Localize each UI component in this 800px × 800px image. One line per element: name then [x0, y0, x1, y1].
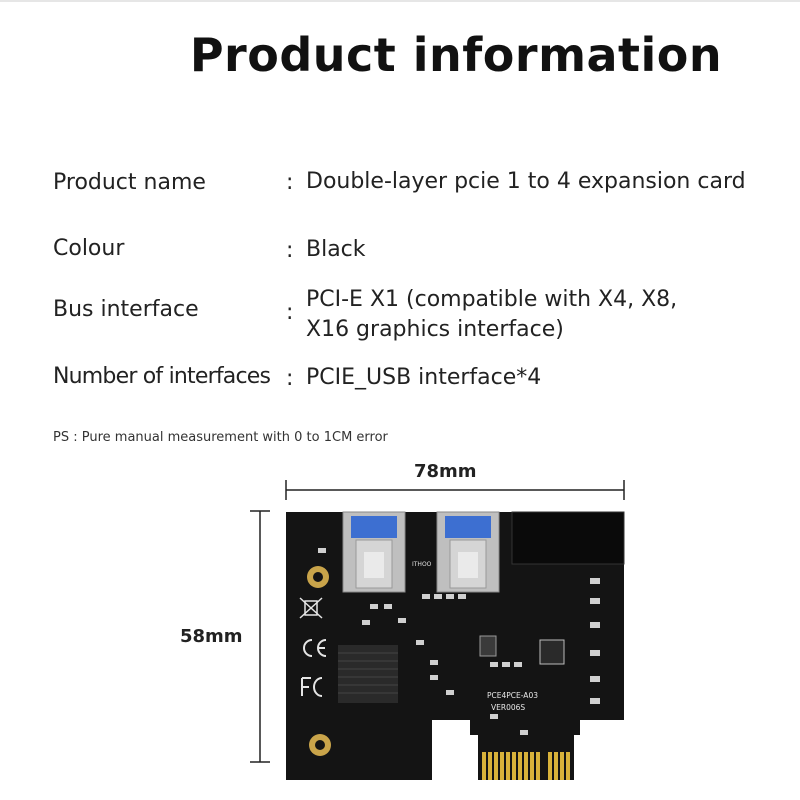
- power-connector: [511, 511, 625, 565]
- width-dimension-label: 78mm: [414, 461, 477, 482]
- spec-value: Black: [306, 237, 366, 262]
- crystal: [479, 635, 497, 657]
- heatsink: [338, 645, 398, 703]
- height-dimension-label: 58mm: [180, 626, 243, 647]
- spec-label: Product name: [53, 170, 206, 195]
- spec-colon: :: [286, 366, 294, 391]
- spec-value: X16 graphics interface): [306, 317, 564, 342]
- gold-fingers: [482, 752, 570, 780]
- board-version-text: VER006S: [491, 703, 525, 712]
- board-model-text: PCE4PCE-A03: [487, 691, 538, 700]
- ce-mark-icon: [303, 639, 327, 657]
- top-divider: [0, 0, 800, 2]
- spec-value: PCI-E X1 (compatible with X4, X8,: [306, 287, 678, 312]
- spec-colon: :: [286, 170, 294, 195]
- spec-value: Double-layer pcie 1 to 4 expansion card: [306, 169, 746, 194]
- height-dimension-line: [250, 510, 270, 763]
- weee-bin-icon: [299, 597, 323, 619]
- board-brand-text: ITHOO: [412, 561, 432, 568]
- spec-label: Bus interface: [53, 297, 199, 322]
- spec-colon: :: [286, 300, 294, 325]
- chip-main: [539, 639, 565, 665]
- ps-note: PS : Pure manual measurement with 0 to 1…: [53, 430, 388, 445]
- spec-label: Colour: [53, 236, 125, 261]
- spec-label: Number of interfaces: [53, 364, 271, 389]
- spec-colon: :: [286, 238, 294, 263]
- mounting-holes: [307, 566, 331, 756]
- width-dimension-line: [285, 480, 625, 500]
- pcb-board-bracket-gap: [338, 760, 432, 780]
- usb-port-left: [342, 511, 406, 593]
- fcc-mark-icon: [301, 677, 323, 697]
- usb-port-right: [436, 511, 500, 593]
- smd-components: [318, 548, 600, 735]
- page-title: Product information: [189, 28, 723, 82]
- spec-value: PCIE_USB interface*4: [306, 365, 542, 390]
